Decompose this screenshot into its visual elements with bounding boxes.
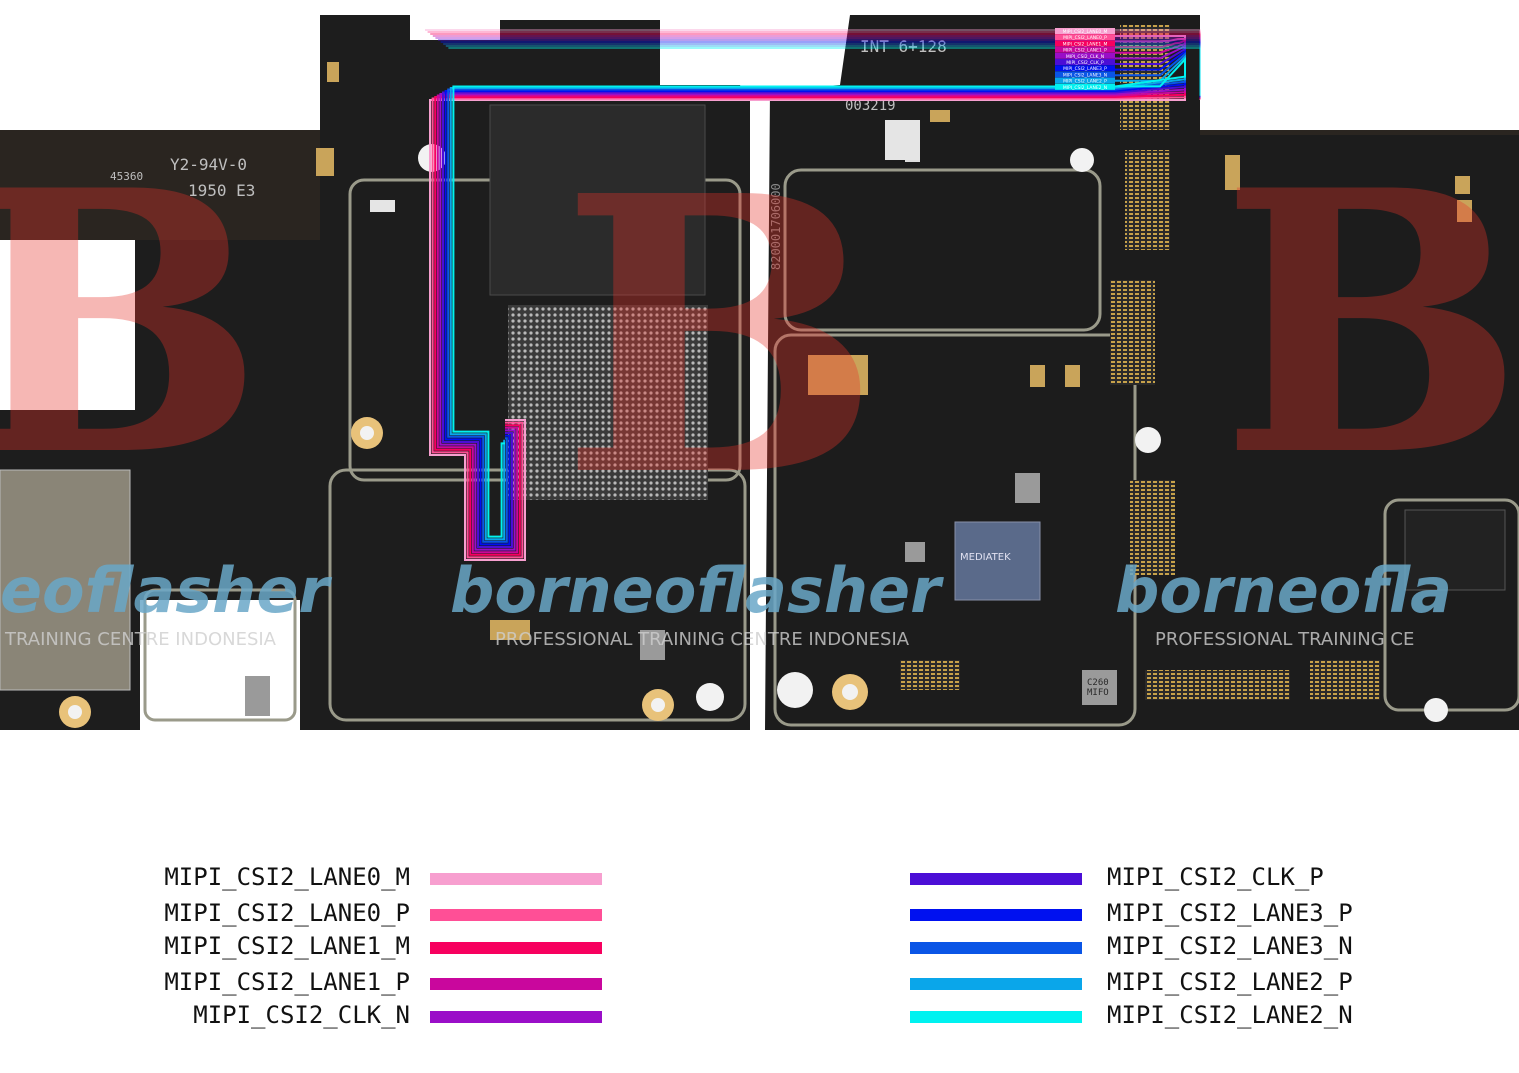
watermark-tagline-center: PROFESSIONAL TRAINING CENTRE INDONESIA — [495, 629, 910, 650]
silk-crystal2: MIFO — [1087, 688, 1109, 698]
watermark-brand-center: borneoflasher — [450, 554, 944, 627]
legend-swatch — [910, 873, 1082, 885]
pcb-photo: INT 6+128 76952K 003219 1950 E3 MEDIATEK… — [0, 15, 1519, 730]
legend-swatch — [430, 1011, 602, 1023]
pin-label: MIPI_CSI2_LANE3_P — [1063, 66, 1107, 72]
pin-label-bg — [1055, 77, 1115, 84]
silk-mediatek: MEDIATEK — [960, 552, 1011, 563]
legend-swatch — [910, 942, 1082, 954]
mediatek-chip — [954, 521, 1041, 601]
silk-num: 45360 — [110, 170, 143, 183]
pin-label: MIPI_CSI2_LANE1_P — [1063, 48, 1107, 54]
legend-swatch — [430, 978, 602, 990]
pin-label: MIPI_CSI2_CLK_P — [1066, 60, 1104, 66]
trace-line — [447, 52, 1186, 543]
pcb-diagram: INT 6+128 76952K 003219 1950 E3 MEDIATEK… — [0, 15, 1519, 730]
watermark-tagline-right: PROFESSIONAL TRAINING CE — [1155, 629, 1414, 650]
legend-swatch — [430, 942, 602, 954]
pin-label: MIPI_CSI2_LANE0_M — [1063, 29, 1108, 35]
svg-text:B: B — [560, 113, 881, 560]
silk-crystal: C260 — [1087, 678, 1109, 688]
silk-ul: Y2-94V-0 — [170, 155, 247, 174]
trace-line — [452, 56, 1186, 538]
pin-label-bg — [1055, 52, 1115, 59]
silk-date: 1950 E3 — [188, 181, 255, 200]
trace-line — [436, 42, 1186, 554]
watermark-brand-left: eoflasher — [0, 554, 332, 627]
mipi-csi-traces — [425, 29, 1201, 561]
soc-bga — [508, 305, 708, 500]
pin-label-bg — [1055, 83, 1115, 90]
legend-label: MIPI_CSI2_LANE0_P — [164, 899, 410, 927]
pin-label: MIPI_CSI2_LANE0_P — [1063, 35, 1107, 41]
svg-text:B: B — [1220, 112, 1519, 535]
silk-code2: 003219 — [845, 98, 896, 114]
pin-label: MIPI_CSI2_LANE3_N — [1063, 72, 1107, 78]
pin-label-bg — [1055, 71, 1115, 78]
pin-label-bg — [1055, 46, 1115, 53]
pin-label-bg — [1055, 28, 1115, 34]
silk-serial: 820001706000 — [769, 183, 783, 270]
emmc-chip — [489, 104, 706, 296]
legend-label: MIPI_CSI2_CLK_N — [193, 1001, 410, 1029]
legend-label: MIPI_CSI2_CLK_P — [1107, 863, 1324, 891]
pin-label: MIPI_CSI2_LANE1_M — [1063, 41, 1108, 47]
sim-tray — [0, 469, 131, 691]
legend-label: MIPI_CSI2_LANE2_P — [1107, 968, 1353, 996]
legend-swatch — [910, 909, 1082, 921]
connector-pin-labels: MIPI_CSI2_LANE0_MMIPI_CSI2_LANE0_PMIPI_C… — [1055, 28, 1115, 91]
trace-line — [442, 47, 1186, 548]
legend-swatch — [910, 978, 1082, 990]
legend-swatch — [430, 873, 602, 885]
legend-label: MIPI_CSI2_LANE1_M — [164, 932, 410, 960]
pin-label: MIPI_CSI2_LANE2_P — [1063, 79, 1107, 85]
pin-label: MIPI_CSI2_CLK_N — [1066, 54, 1104, 60]
flex-left — [0, 130, 360, 240]
legend-label: MIPI_CSI2_LANE3_P — [1107, 899, 1353, 927]
trace-line — [449, 54, 1186, 541]
watermark-tagline-left: TRAINING CENTRE INDONESIA — [4, 629, 277, 650]
pin-label-bg — [1055, 65, 1115, 72]
legend-swatch — [910, 1011, 1082, 1023]
watermark-brand-right: borneofla — [1115, 554, 1452, 627]
trace-line — [444, 49, 1186, 546]
legend-label: MIPI_CSI2_LANE0_M — [164, 863, 410, 891]
trace-line — [448, 47, 1201, 96]
pin-label-bg — [1055, 40, 1115, 47]
trace-line — [431, 37, 1186, 559]
legend-label: MIPI_CSI2_LANE3_N — [1107, 932, 1353, 960]
pin-label-bg — [1055, 59, 1115, 65]
legend-label: MIPI_CSI2_LANE1_P — [164, 968, 410, 996]
watermark-logo: B B B — [0, 112, 1519, 560]
legend-swatch — [430, 909, 602, 921]
svg-text:B: B — [0, 112, 264, 535]
legend-label: MIPI_CSI2_LANE2_N — [1107, 1001, 1353, 1029]
pin-label: MIPI_CSI2_LANE2_N — [1063, 85, 1107, 91]
pin-label-bg — [1055, 34, 1115, 41]
